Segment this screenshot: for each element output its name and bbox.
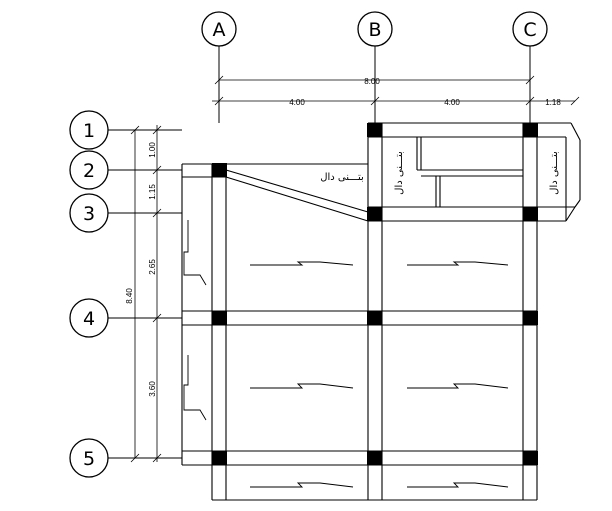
dimension-label-1-00: 1.00 [148, 142, 157, 158]
column-c3 [523, 207, 538, 221]
span-mark-cantilever-lower [183, 355, 207, 421]
column-b5 [367, 451, 382, 465]
grid-bubble-1: 1 [69, 110, 109, 150]
column-c5 [523, 451, 538, 465]
grid-bubble-a: A [201, 11, 237, 47]
grid-bubble-b: B [357, 11, 393, 47]
grid-bubble-5: 5 [69, 438, 109, 478]
span-mark-bc-bottom [407, 482, 509, 488]
column-a4 [212, 311, 227, 325]
dimension-overall-horizontal: 8.00 [214, 75, 535, 86]
columns [212, 123, 538, 465]
span-mark-bc-45 [407, 383, 509, 389]
column-a5 [212, 451, 227, 465]
dimension-label-bay-ab: 4.00 [289, 98, 305, 107]
grid-bubble-c: C [512, 11, 548, 47]
column-c4 [523, 311, 538, 325]
span-mark-cantilever-upper [183, 220, 207, 286]
grid-bubble-4-label: 4 [83, 308, 95, 330]
column-a2 [212, 163, 227, 177]
dimension-overall-vertical: 8.40 [125, 125, 140, 463]
slab-span-marks [183, 220, 509, 488]
label-concrete-slab-b: بتـــنی دال [394, 151, 405, 195]
grid-bubble-4: 4 [69, 298, 109, 338]
column-b1 [367, 123, 382, 137]
dimension-label-overhang: 1.18 [545, 98, 561, 107]
column-b3 [367, 207, 382, 221]
column-c1 [523, 123, 538, 137]
dimension-chain-bays: 4.00 4.00 1.18 [212, 96, 580, 107]
grid-bubble-c-label: C [523, 19, 536, 41]
dimension-label-bay-bc: 4.00 [444, 98, 460, 107]
column-b4 [367, 311, 382, 325]
grid-bubble-1-label: 1 [83, 120, 95, 142]
span-mark-ab-bottom [250, 482, 354, 488]
grid-bubble-a-label: A [213, 19, 226, 41]
grid-bubble-2: 2 [69, 150, 109, 190]
label-concrete-slab-c: بتـــنی دال [549, 151, 560, 195]
span-mark-ab-45 [250, 383, 354, 389]
grid-bubble-5-label: 5 [83, 448, 95, 470]
grid-bubble-3-label: 3 [83, 203, 95, 225]
label-concrete-slab-sloped: بتـــنی دال [320, 172, 364, 183]
dimension-label-8-40: 8.40 [125, 288, 134, 304]
dimension-label-3-60: 3.60 [148, 381, 157, 397]
grid-bubble-b-label: B [368, 19, 381, 41]
dimension-label-2-65: 2.65 [148, 259, 157, 275]
grid-bubble-3: 3 [69, 193, 109, 233]
dimension-label-1-15: 1.15 [148, 184, 157, 200]
dimension-label-8-00: 8.00 [364, 77, 380, 86]
span-mark-bc-34 [407, 261, 509, 266]
grid-bubble-2-label: 2 [83, 160, 95, 182]
dimension-chain-rows: 1.00 1.15 2.65 3.60 [148, 125, 162, 463]
span-mark-ab-34 [250, 261, 354, 266]
